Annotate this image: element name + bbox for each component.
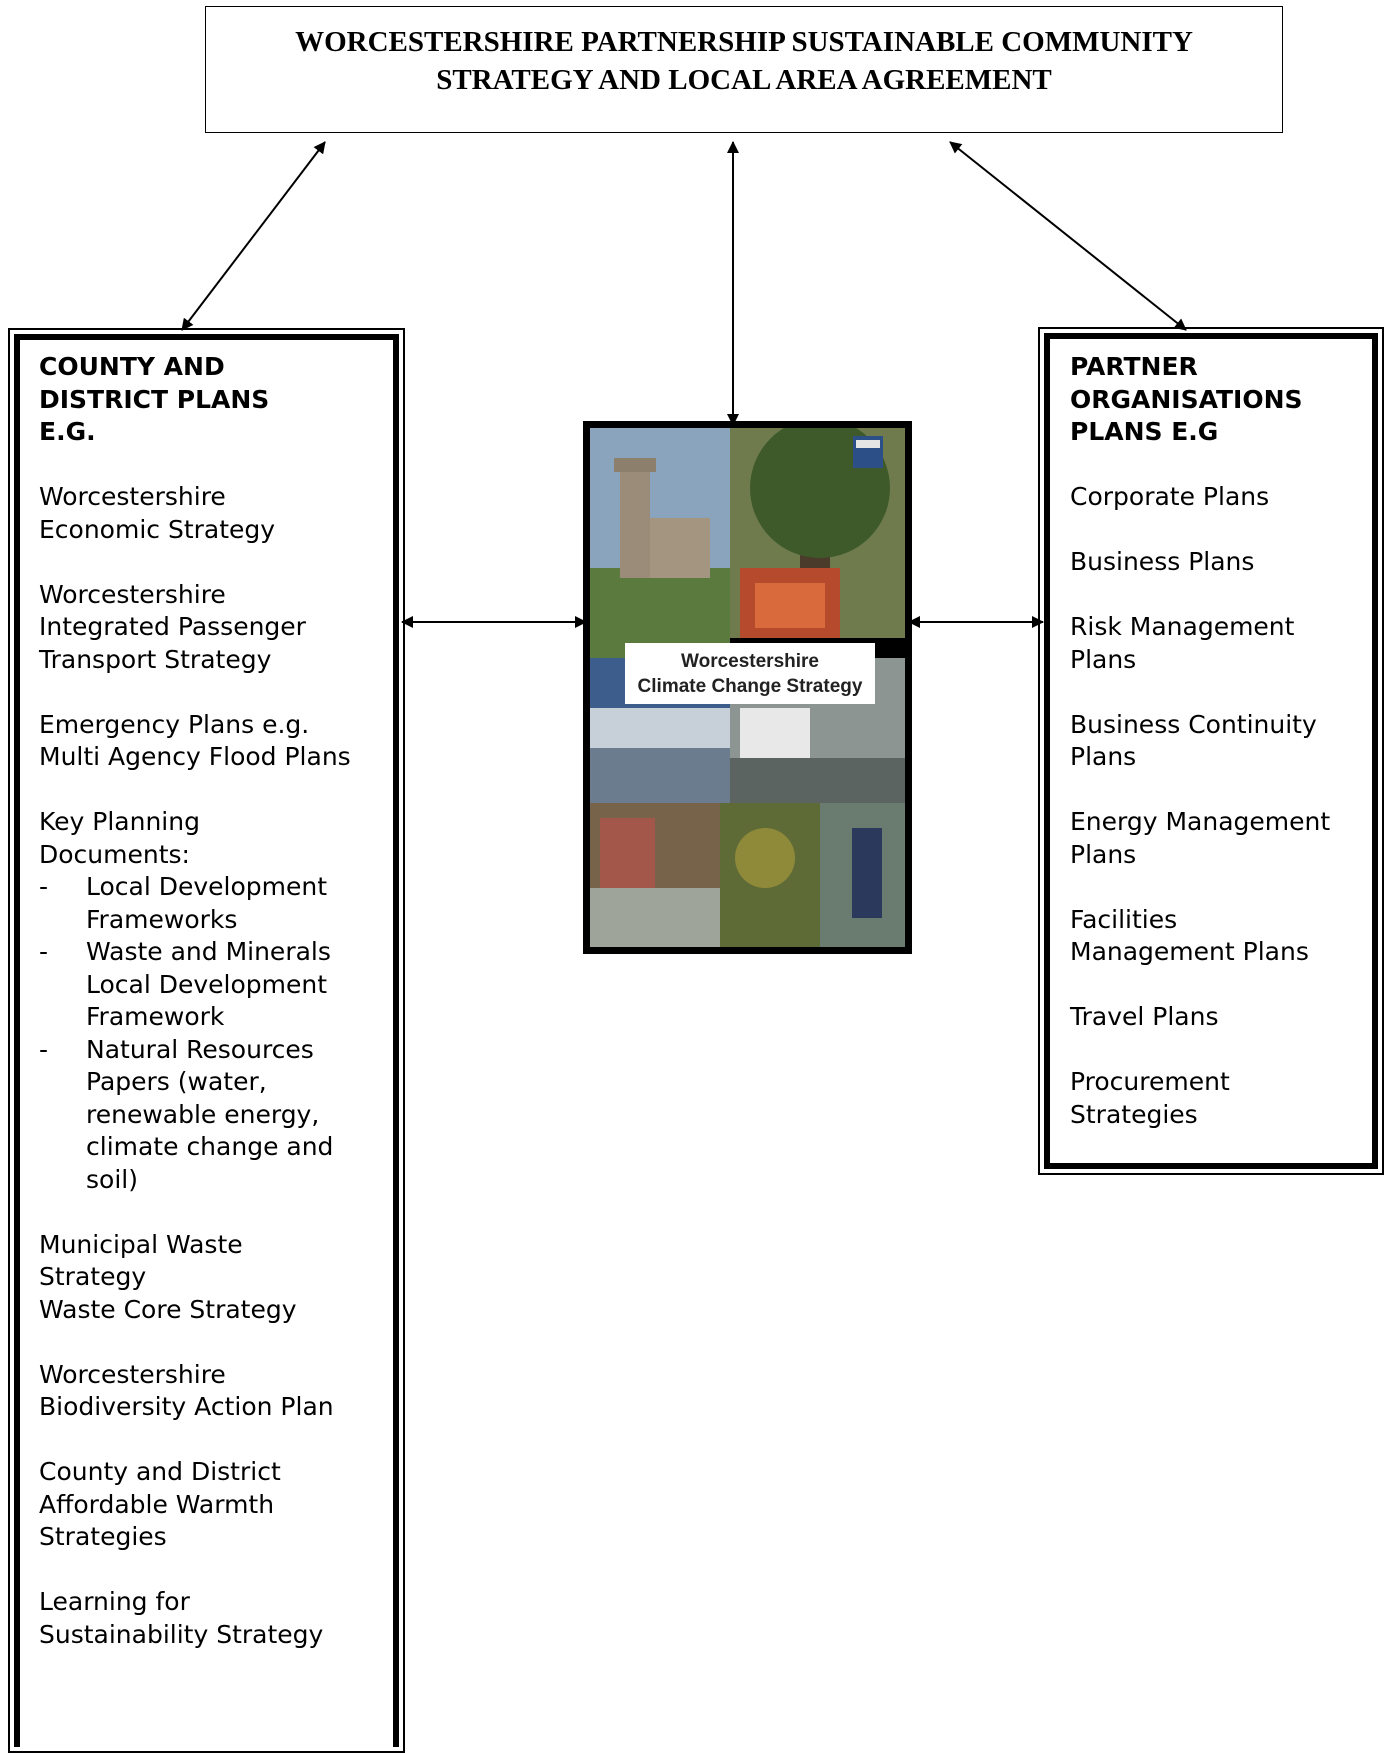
heading-line: PARTNER xyxy=(1070,352,1198,381)
plan-item-line: Risk Management xyxy=(1070,612,1295,641)
plan-item-line: Municipal Waste xyxy=(39,1229,243,1259)
plan-item-line: Travel Plans xyxy=(1070,1002,1219,1031)
plan-item-line: Energy Management xyxy=(1070,807,1331,836)
plan-item-line: Documents: xyxy=(39,839,190,869)
heading-line: COUNTY AND xyxy=(39,352,225,381)
plan-item-line: County and District xyxy=(39,1457,281,1486)
plan-sub-item-line: renewable energy, xyxy=(86,1099,320,1129)
heading-line: ORGANISATIONS xyxy=(1070,384,1303,414)
plan-item-line: Business Continuity xyxy=(1070,709,1317,739)
cover-title-line-1: Worcestershire xyxy=(681,650,819,672)
cover-title-label: Worcestershire Climate Change Strategy xyxy=(625,643,875,704)
plan-item-line: Procurement xyxy=(1070,1067,1230,1096)
heading-line: DISTRICT PLANS xyxy=(39,384,270,414)
plan-item: Corporate Plans xyxy=(1070,481,1330,514)
heading-line: PLANS E.G xyxy=(1070,417,1219,446)
cover-photo-collage xyxy=(590,428,905,947)
county-district-plans-list: COUNTY AND DISTRICT PLANS E.G. Worcestershi… xyxy=(39,351,351,1651)
plan-item-line: Plans xyxy=(1070,742,1137,771)
plan-item: Business Plans xyxy=(1070,546,1330,579)
plan-item-line: Sustainability Strategy xyxy=(39,1619,324,1649)
cover-title-line-2: Climate Change Strategy xyxy=(637,675,863,697)
plan-sub-item-line: Natural Resources xyxy=(86,1034,314,1064)
plan-sub-item-line: Papers (water, xyxy=(86,1067,267,1096)
plan-sub-item-line: soil) xyxy=(86,1164,138,1194)
panel-heading: PARTNER ORGANISATIONS PLANS E.G xyxy=(1070,351,1330,449)
plan-item-line: Worcestershire xyxy=(39,579,226,609)
panel-heading: COUNTY AND DISTRICT PLANS E.G. xyxy=(39,351,351,449)
strategy-title-box: WORCESTERSHIRE PARTNERSHIP SUSTAINABLE C… xyxy=(205,6,1283,133)
plan-sub-item-line: Local Development xyxy=(86,969,328,999)
plan-item-line: Strategy xyxy=(39,1262,147,1291)
plan-item-line: Worcestershire xyxy=(39,482,226,511)
plan-item-line: Plans xyxy=(1070,644,1137,674)
plan-item-line: Transport Strategy xyxy=(39,644,272,674)
heading-line: E.G. xyxy=(39,417,96,446)
plan-sub-item-line: Framework xyxy=(86,1002,225,1031)
partner-plans-list: PARTNER ORGANISATIONS PLANS E.G Corporate P… xyxy=(1070,351,1330,1131)
plan-sub-item-line: climate change and xyxy=(86,1132,334,1161)
plan-item-line: Strategies xyxy=(39,1522,167,1551)
plan-item-line: Learning for xyxy=(39,1587,190,1616)
plan-item-line: Management Plans xyxy=(1070,937,1309,966)
partner-plans-box xyxy=(1038,327,1384,1175)
plan-item-line: Emergency Plans e.g. xyxy=(39,709,310,739)
climate-change-strategy-cover: Worcestershire Climate Change Strategy xyxy=(583,421,912,954)
plan-sub-item-line: Frameworks xyxy=(86,904,238,934)
plan-item-line: Plans xyxy=(1070,839,1137,869)
plan-item-line: Business Plans xyxy=(1070,547,1255,576)
plan-item-line: Facilities xyxy=(1070,904,1178,934)
strategy-title-line-1: WORCESTERSHIRE PARTNERSHIP SUSTAINABLE C… xyxy=(295,26,1193,58)
plan-item-line: Waste Core Strategy xyxy=(39,1294,297,1324)
plan-item-line: Biodiversity Action Plan xyxy=(39,1392,334,1421)
plan-sub-item-line: Local Development xyxy=(86,872,328,901)
plan-item-line: Multi Agency Flood Plans xyxy=(39,742,351,771)
plan-sub-item-line: Waste and Minerals xyxy=(86,937,331,966)
plan-item-line: Strategies xyxy=(1070,1099,1198,1129)
arrow-title-to-right-box xyxy=(949,141,1187,331)
strategy-title-line-2: STRATEGY AND LOCAL AREA AGREEMENT xyxy=(436,64,1052,96)
plan-item-line: Corporate Plans xyxy=(1070,482,1270,511)
plan-item-line: Key Planning xyxy=(39,807,200,836)
arrow-title-to-left-box xyxy=(181,141,326,331)
plan-item: Travel Plans xyxy=(1070,1001,1330,1034)
plan-item-line: Worcestershire xyxy=(39,1359,226,1389)
plan-item-line: Integrated Passenger xyxy=(39,612,306,641)
plan-item-line: Economic Strategy xyxy=(39,514,276,544)
plan-item: Emergency Plans e.g. Multi Agency Flood P… xyxy=(39,709,351,774)
plan-item-line: Affordable Warmth xyxy=(39,1489,275,1519)
